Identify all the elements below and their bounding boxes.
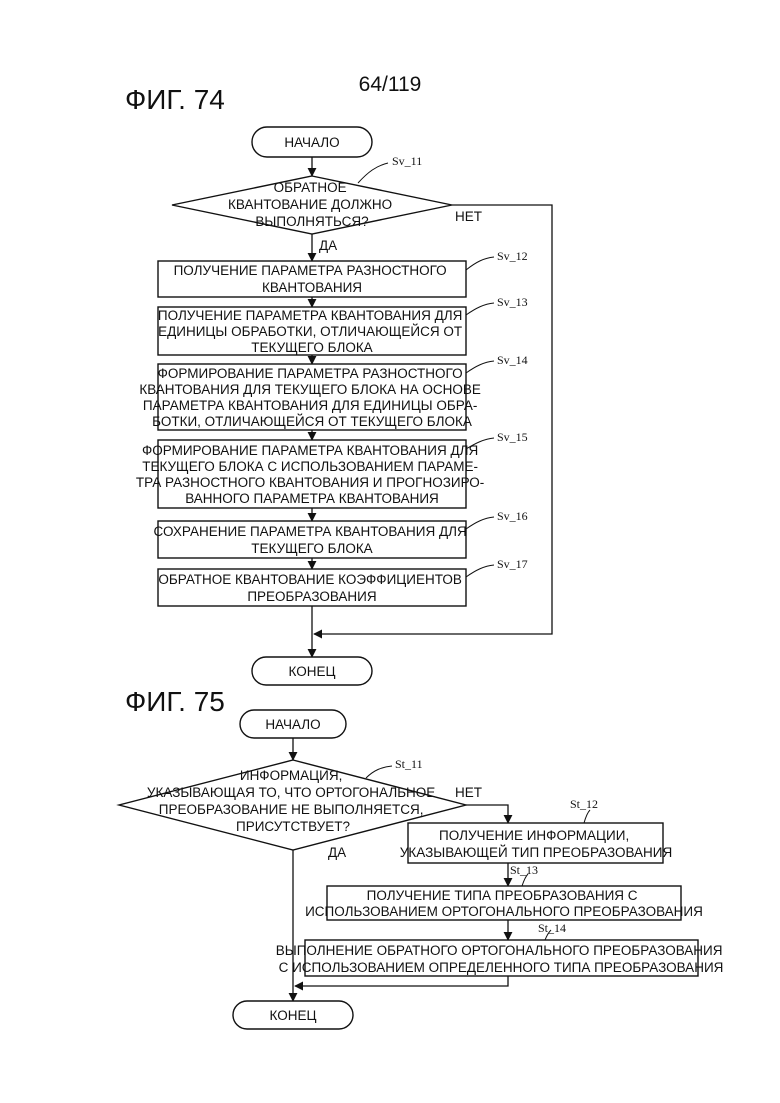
fig74-step-sv15-text: ФОРМИРОВАНИЕ ПАРАМЕТРА КВАНТОВАНИЯ ДЛЯ Т… xyxy=(136,443,488,506)
fig74-step-sv17-leader xyxy=(466,565,494,577)
fig74-step-sv14-leader xyxy=(466,361,494,373)
fig75-title: ФИГ. 75 xyxy=(125,686,225,717)
fig74-step-sv15-id: Sv_15 xyxy=(497,430,528,444)
fig74-step-sv16-id: Sv_16 xyxy=(497,509,528,523)
fig74-step-sv14-text: ФОРМИРОВАНИЕ ПАРАМЕТРА РАЗНОСТНОГО КВАНТ… xyxy=(139,366,484,429)
fig74-end-label: КОНЕЦ xyxy=(289,664,336,679)
fig75-start-label: НАЧАЛО xyxy=(265,717,320,732)
fig75-no-label: НЕТ xyxy=(455,785,482,800)
fig74-start-label: НАЧАЛО xyxy=(284,135,339,150)
fig75-decision-leader xyxy=(366,766,392,778)
fig74-step-sv17-id: Sv_17 xyxy=(497,557,528,571)
fig74-step-sv12-leader xyxy=(466,257,494,270)
fig75-step-st14-id: St_14 xyxy=(538,921,566,935)
page-number: 64/119 xyxy=(359,73,422,96)
fig75-step-st12-id: St_12 xyxy=(570,797,598,811)
fig75-decision-step-id: St_11 xyxy=(395,757,423,771)
fig75-step-st12-leader xyxy=(584,810,590,823)
fig75-flowchart: НАЧАЛО ИНФОРМАЦИЯ, УКАЗЫВАЮЩАЯ ТО, ЧТО О… xyxy=(119,710,726,1029)
fig75-step-st13-id: St_13 xyxy=(510,863,538,877)
fig74-step-sv14-id: Sv_14 xyxy=(497,353,528,367)
fig75-yes-label: ДА xyxy=(328,845,346,860)
fig74-yes-label: ДА xyxy=(319,238,337,253)
fig74-flowchart: НАЧАЛО ОБРАТНОЕ КВАНТОВАНИЕ ДОЛЖНО ВЫПОЛ… xyxy=(136,127,552,685)
fig74-step-sv12-id: Sv_12 xyxy=(497,249,528,263)
fig74-decision-leader xyxy=(358,163,388,183)
fig75-end-label: КОНЕЦ xyxy=(270,1008,317,1023)
fig74-decision-step-id: Sv_11 xyxy=(392,154,422,168)
fig74-no-label: НЕТ xyxy=(455,209,482,224)
fig74-step-sv13-id: Sv_13 xyxy=(497,295,528,309)
fig74-step-sv13-leader xyxy=(466,303,494,315)
fig75-edge-st14-merge xyxy=(295,976,508,986)
fig74-title: ФИГ. 74 xyxy=(125,84,225,115)
fig75-edge-no-branch xyxy=(466,805,508,823)
